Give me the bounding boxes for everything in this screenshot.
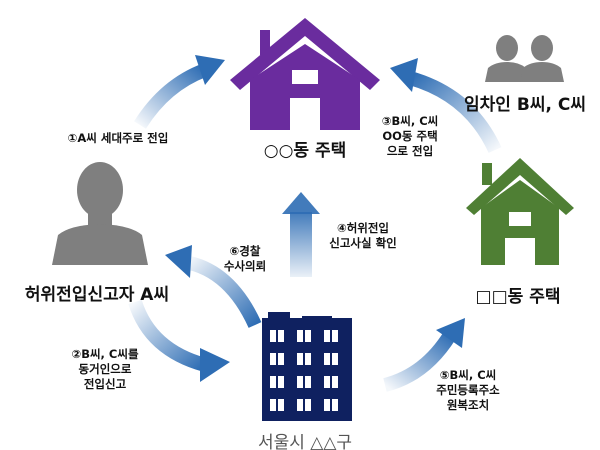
- arrow-step3: [390, 58, 502, 154]
- window-icon: [278, 330, 284, 342]
- district-office-building-icon: [262, 312, 352, 421]
- window-icon: [297, 353, 303, 365]
- window-icon: [278, 353, 284, 365]
- step2-line: ②B씨, C씨를: [71, 347, 139, 361]
- oo-house-icon: [230, 18, 380, 130]
- person-a-icon: [52, 162, 148, 265]
- window-icon: [297, 330, 303, 342]
- step2-line: 전입신고: [83, 377, 127, 391]
- window-icon: [278, 399, 284, 411]
- step4-line: ④허위전입: [336, 221, 390, 235]
- window-icon: [332, 330, 338, 342]
- district-office-label: 서울시 △△구: [257, 433, 353, 450]
- window-icon: [305, 353, 311, 365]
- step6-line: 수사의뢰: [223, 259, 267, 273]
- arrow-step6: [165, 245, 262, 328]
- window-icon: [305, 376, 311, 388]
- window-icon: [305, 399, 311, 411]
- window-icon: [297, 376, 303, 388]
- step3-line: 으로 전입: [386, 144, 434, 158]
- arrow-step4: [282, 192, 320, 277]
- window-icon: [332, 399, 338, 411]
- window-icon: [270, 330, 276, 342]
- step3-line: ③B씨, C씨: [381, 114, 439, 128]
- step1-line: ①A씨 세대주로 전입: [67, 131, 169, 145]
- step5-line: 원복조치: [446, 398, 490, 412]
- step1-label: ①A씨 세대주로 전입: [68, 131, 169, 146]
- window-icon: [324, 353, 330, 365]
- window-icon: [324, 330, 330, 342]
- window-icon: [270, 376, 276, 388]
- ㅁㅁ-house-icon: [466, 158, 574, 265]
- step2-line: 동거인으로: [78, 362, 132, 376]
- ㅁㅁ-house-label: □□동 주택: [475, 287, 561, 307]
- arrow-step5: [383, 318, 465, 392]
- step3-line: OO동 주택: [382, 129, 438, 143]
- window-icon: [332, 353, 338, 365]
- window-icon: [324, 399, 330, 411]
- window-icon: [305, 330, 311, 342]
- false-reporter-label: 허위전입신고자 A씨: [24, 285, 170, 305]
- window-icon: [278, 376, 284, 388]
- arrow-step1: [134, 55, 225, 129]
- step5-line: 주민등록주소: [436, 383, 500, 397]
- step4-line: 신고사실 확인: [329, 236, 397, 250]
- tenants-label: 임차인 B씨, C씨: [464, 95, 586, 115]
- step6-line: ⑥경찰: [229, 244, 261, 258]
- step5-line: ⑤B씨, C씨: [439, 368, 497, 382]
- window-icon: [270, 353, 276, 365]
- arrow-step2: [128, 299, 230, 382]
- window-icon: [297, 399, 303, 411]
- window-icon: [332, 376, 338, 388]
- window-icon: [270, 399, 276, 411]
- tenants-icon: [485, 35, 564, 82]
- window-icon: [324, 376, 330, 388]
- oo-house-label: ○○동 주택: [263, 141, 347, 161]
